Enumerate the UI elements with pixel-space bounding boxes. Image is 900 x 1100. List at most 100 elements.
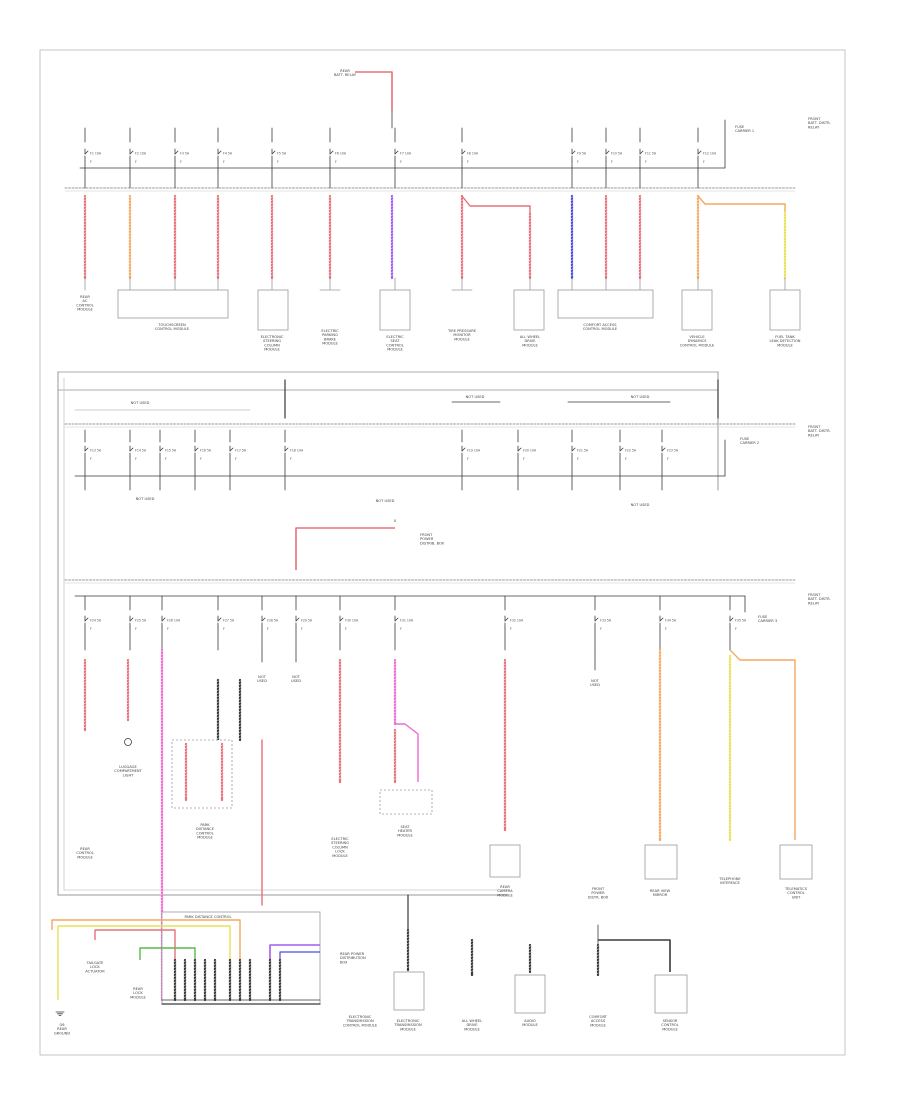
wire-hatch: [696, 262, 700, 264]
wire-hatch: [216, 205, 220, 207]
wire-hatch: [390, 232, 394, 234]
wire-hatch: [570, 202, 574, 204]
wire-hatch: [160, 737, 164, 739]
wire-hatch: [83, 256, 87, 258]
fuse-label: F30 10A: [345, 619, 359, 623]
wire-hatch: [228, 963, 232, 965]
fuse-label: F: [135, 627, 137, 631]
wire-hatch: [173, 274, 177, 276]
wire-hatch: [783, 230, 787, 232]
wire-hatch: [393, 714, 397, 716]
wire-hatch: [728, 662, 732, 664]
wire-hatch: [238, 692, 242, 694]
fuse-4: [217, 150, 222, 155]
wire-hatch: [184, 747, 188, 749]
wire-hatch: [783, 221, 787, 223]
wire-hatch: [460, 244, 464, 246]
wire-hatch: [503, 681, 507, 683]
wire-hatch: [338, 687, 342, 689]
fuse-label: F: [667, 457, 669, 461]
wire-hatch: [503, 750, 507, 752]
wire-hatch: [193, 990, 197, 992]
wire-hatch: [604, 217, 608, 219]
wire-hatch: [203, 990, 207, 992]
wire-hatch: [460, 199, 464, 201]
wire-hatch: [184, 777, 188, 779]
wire-hatch: [83, 202, 87, 204]
wire-hatch: [604, 208, 608, 210]
wire-hatch: [338, 681, 342, 683]
wire-hatch: [503, 768, 507, 770]
wire-hatch: [728, 809, 732, 811]
wire-hatch: [338, 699, 342, 701]
fuse-label: F28 5A: [267, 619, 279, 623]
wire-hatch: [160, 884, 164, 886]
wire-hatch: [160, 758, 164, 760]
fuse-label: F6 10A: [335, 152, 347, 156]
wire-hatch: [783, 257, 787, 259]
wire-hatch: [338, 717, 342, 719]
wire-hatch: [728, 680, 732, 682]
wire-hatch: [696, 265, 700, 267]
wire-hatch: [406, 966, 410, 968]
wire-hatch: [270, 211, 274, 213]
wire-hatch: [570, 253, 574, 255]
wire-hatch: [160, 734, 164, 736]
wire-hatch: [658, 710, 662, 712]
wire-hatch: [126, 690, 130, 692]
wire-hatch: [596, 966, 600, 968]
wire-hatch: [328, 274, 332, 276]
wire-hatch: [503, 738, 507, 740]
wire-hatch: [238, 728, 242, 730]
wire-hatch: [328, 235, 332, 237]
wire-hatch: [728, 686, 732, 688]
wire-hatch: [528, 253, 532, 255]
fuse-label: F32 10A: [510, 619, 524, 623]
wire-hatch: [220, 783, 224, 785]
wire-hatch: [728, 719, 732, 721]
wire-hatch: [278, 960, 282, 962]
wire-hatch: [128, 262, 132, 264]
wire-hatch: [503, 774, 507, 776]
wire-hatch: [570, 256, 574, 258]
wire-hatch: [173, 226, 177, 228]
wire-hatch: [328, 253, 332, 255]
wire-hatch: [268, 966, 272, 968]
wire-hatch: [596, 972, 600, 974]
wire-hatch: [338, 711, 342, 713]
wire-hatch: [270, 220, 274, 222]
wire-orange: [729, 649, 796, 840]
fuse-label: F: [400, 160, 402, 164]
wire-hatch: [173, 960, 177, 962]
wire-hatch: [126, 699, 130, 701]
fuse-label: F: [165, 457, 167, 461]
wire-hatch: [596, 969, 600, 971]
wire-hatch: [460, 247, 464, 249]
fuse-label: F: [735, 627, 737, 631]
wire-hatch: [128, 274, 132, 276]
wire-hatch: [658, 827, 662, 829]
wire-hatch: [216, 220, 220, 222]
wire-hatch: [390, 202, 394, 204]
wire-hatch: [503, 723, 507, 725]
wire-hatch: [216, 689, 220, 691]
not-used-label: NOT USED: [131, 401, 150, 405]
wire-hatch: [393, 760, 397, 762]
wire-hatch: [126, 669, 130, 671]
wire-hatch: [570, 223, 574, 225]
wire-hatch: [570, 271, 574, 273]
wire-hatch: [216, 719, 220, 721]
wire-hatch: [220, 747, 224, 749]
wire-hatch: [604, 262, 608, 264]
wire-hatch: [173, 199, 177, 201]
wire-hatch: [728, 701, 732, 703]
wire-hatch: [596, 963, 600, 965]
wire-hatch: [658, 806, 662, 808]
not-used-label: NOT USED: [631, 395, 650, 399]
